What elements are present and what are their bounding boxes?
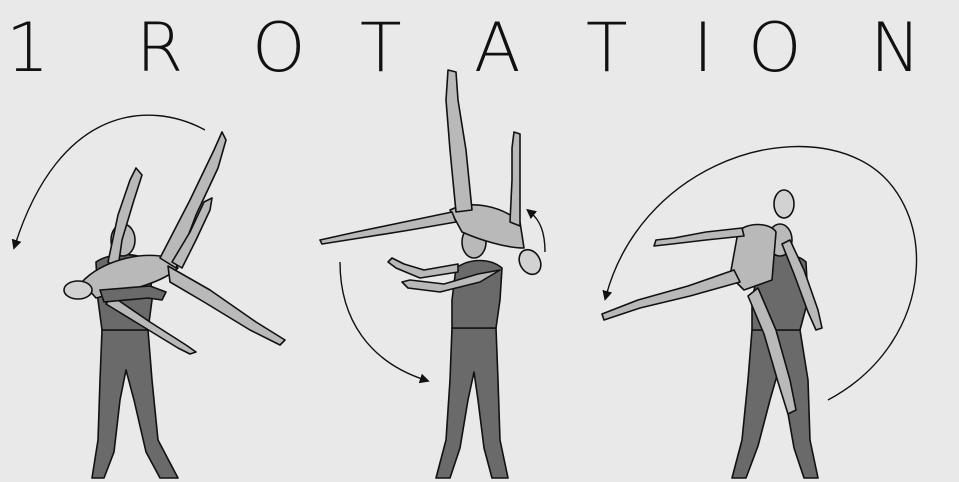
female-dancer-head-1 [64, 281, 92, 299]
female-dancer-head-3 [774, 190, 794, 218]
stage-2-group [320, 70, 545, 478]
male-dancer-arm-2 [388, 258, 458, 278]
female-dancer-leg-left-2 [320, 212, 456, 244]
female-dancer-arm-2 [510, 132, 520, 226]
female-dancer-leg-down-1 [168, 266, 285, 345]
male-dancer-legs-2 [436, 328, 508, 478]
female-dancer-head-2 [515, 246, 545, 279]
stage-1-group [15, 115, 285, 478]
female-dancer-leg-up-2 [446, 70, 472, 212]
female-dancer-leg-3 [602, 270, 740, 320]
female-dancer-arm-3 [654, 228, 744, 246]
stage-3-group [602, 147, 917, 478]
male-dancer-legs-1 [92, 330, 178, 478]
rotation-arrow-2b [530, 212, 545, 252]
